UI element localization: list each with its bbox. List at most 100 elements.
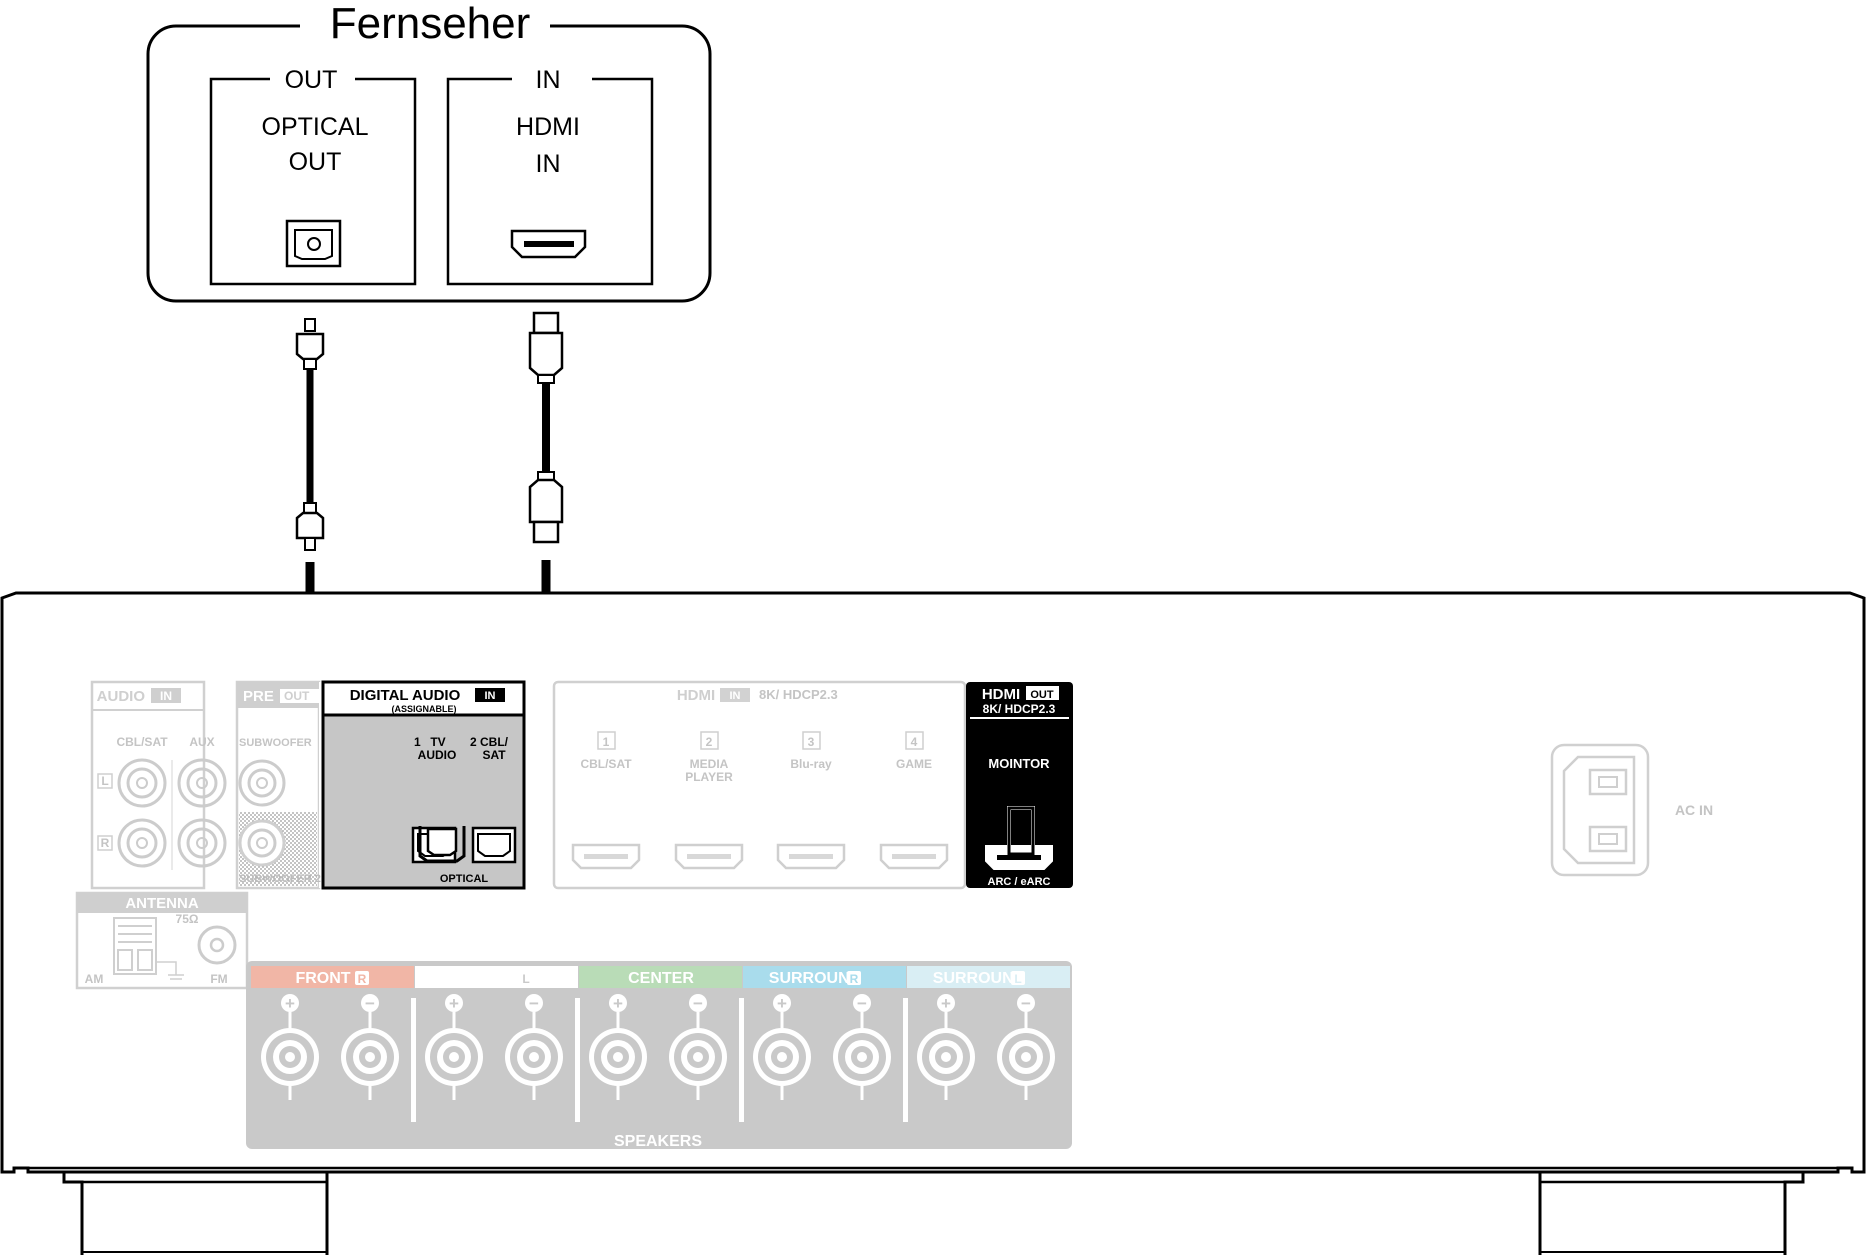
terminal-sign: − — [693, 994, 703, 1013]
hdmi-in-port-4[interactable]: 4 GAME — [879, 731, 949, 870]
antenna-am-label: AM — [85, 972, 104, 986]
tv-hdmi-label-1: HDMI — [516, 113, 580, 141]
subwoofer-jack[interactable] — [238, 759, 286, 807]
tv-title: Fernseher — [330, 0, 531, 48]
digital-port1-label-2: AUDIO — [418, 748, 457, 762]
terminal-sign: + — [941, 994, 951, 1013]
tv-in-label: IN — [536, 66, 561, 94]
digital-port2-number: 2 — [470, 735, 477, 749]
tv-in-group: IN HDMI IN — [446, 66, 654, 286]
terminal-sign: + — [613, 994, 623, 1013]
hdmi-in-port-label-2: PLAYER — [685, 770, 733, 784]
speaker-channel-label: SURROUND — [933, 970, 1025, 987]
plus-terminal-icon: + — [937, 994, 955, 1013]
digital-optical-label: OPTICAL — [440, 873, 489, 885]
tv-optical-port-icon — [285, 219, 342, 268]
ac-in-label: AC IN — [1675, 802, 1713, 818]
hdmi-in-spec: 8K/ HDCP2.3 — [759, 687, 838, 702]
plus-terminal-icon: + — [281, 994, 299, 1013]
pre-out-badge: OUT — [284, 689, 310, 703]
speaker-terminal[interactable] — [261, 1028, 319, 1086]
digital-port1-number: 1 — [414, 735, 421, 749]
speaker-terminal[interactable] — [425, 1028, 483, 1086]
audio-in-aux-label: AUX — [189, 735, 214, 749]
hdmi-in-port-3[interactable]: 3 Blu-ray — [776, 731, 846, 870]
optical-plug-inserted — [418, 826, 466, 863]
hdmi-in-badge: IN — [730, 690, 741, 702]
audio-in-r-label: R — [101, 836, 110, 850]
hdmi-in-title: HDMI — [677, 687, 715, 704]
hdmi-in-port-label: MEDIA — [690, 757, 729, 771]
rca-jack[interactable] — [117, 818, 167, 868]
rca-jack[interactable] — [177, 758, 227, 808]
tv-panel: Fernseher OUT OPTICAL OUT IN HDMI IN — [146, 0, 712, 303]
tv-hdmi-port-icon — [510, 229, 587, 259]
hdmi-out-arc-label: ARC / eARC — [988, 876, 1051, 888]
speaker-channel-side: L — [1014, 972, 1021, 986]
hdmi-in-port-label: CBL/SAT — [580, 757, 632, 771]
tv-optical-label-1: OPTICAL — [262, 113, 369, 141]
speaker-channel-label: SURROUND — [769, 970, 861, 987]
hdmi-in-port-number: 3 — [808, 735, 815, 749]
audio-in-title: AUDIO — [97, 688, 146, 705]
hdmi-in-port-number: 1 — [603, 735, 610, 749]
speaker-terminal[interactable] — [753, 1028, 811, 1086]
speaker-channel-label: FRONT — [459, 970, 514, 987]
speaker-channel-side: L — [522, 972, 529, 986]
speaker-channel-side: R — [850, 972, 859, 986]
hdmi-out-monitor-label: MOINTOR — [988, 756, 1050, 771]
speaker-terminal[interactable] — [997, 1028, 1055, 1086]
hdmi-plug-inserted — [1007, 806, 1035, 858]
terminal-sign: − — [529, 994, 539, 1013]
audio-in-badge: IN — [160, 689, 172, 703]
digital-port2-label-1: CBL/ — [480, 735, 509, 749]
speaker-terminal[interactable] — [505, 1028, 563, 1086]
terminal-sign: + — [285, 994, 295, 1013]
optical-input-2-port[interactable] — [471, 826, 517, 864]
digital-audio-subtitle: (ASSIGNABLE) — [392, 704, 457, 714]
subwoofer2-jack[interactable] — [238, 819, 286, 867]
minus-terminal-icon: − — [1017, 994, 1035, 1013]
hdmi-out-spec: 8K/ HDCP2.3 — [983, 702, 1056, 716]
speaker-channel-side: R — [358, 972, 367, 986]
digital-port1-label-1: TV — [430, 735, 445, 749]
tv-optical-label-2: OUT — [289, 148, 342, 176]
audio-in-cblsat-label: CBL/SAT — [116, 735, 168, 749]
ac-power-socket[interactable] — [1550, 743, 1650, 877]
pre-out-panel: PRE OUT SUBWOOFER SUBWOOFER 2 — [235, 680, 323, 890]
speaker-terminal[interactable] — [589, 1028, 647, 1086]
ac-in-panel: AC IN — [1550, 743, 1713, 877]
tv-out-group: OUT OPTICAL OUT — [209, 66, 417, 286]
fm-terminal[interactable] — [197, 925, 237, 965]
minus-terminal-icon: − — [525, 994, 543, 1013]
hdmi-in-port-1[interactable]: 1 CBL/SAT — [571, 731, 641, 870]
digital-port2-label-2: SAT — [482, 748, 506, 762]
speaker-channel-label: FRONT — [295, 970, 350, 987]
hdmi-out-panel: HDMI OUT 8K/ HDCP2.3 MOINTOR ARC / eARC — [966, 682, 1073, 888]
hdmi-in-port-2[interactable]: 2 MEDIA PLAYER — [674, 731, 744, 870]
speaker-terminal[interactable] — [833, 1028, 891, 1086]
speaker-channel-1: FRONT R + − — [251, 966, 414, 1100]
rca-jack[interactable] — [117, 758, 167, 808]
speaker-terminal[interactable] — [341, 1028, 399, 1086]
minus-terminal-icon: − — [361, 994, 379, 1013]
pre-out-title: PRE — [243, 688, 274, 705]
speaker-terminal[interactable] — [669, 1028, 727, 1086]
terminal-sign: − — [857, 994, 867, 1013]
rca-jack[interactable] — [177, 818, 227, 868]
hdmi-in-panel: HDMI IN 8K/ HDCP2.3 1 CBL/SAT 2 MEDIA PL… — [552, 680, 967, 890]
speakers-title: SPEAKERS — [614, 1133, 702, 1150]
am-terminal[interactable] — [113, 917, 184, 980]
speaker-terminal[interactable] — [917, 1028, 975, 1086]
antenna-ohm-label: 75Ω — [176, 912, 199, 926]
audio-in-l-label: L — [101, 774, 108, 788]
terminal-sign: − — [1021, 994, 1031, 1013]
audio-in-panel: AUDIO IN CBL/SAT AUX L R — [90, 680, 227, 890]
hdmi-in-port-number: 4 — [911, 735, 918, 749]
tv-out-label: OUT — [285, 66, 338, 94]
